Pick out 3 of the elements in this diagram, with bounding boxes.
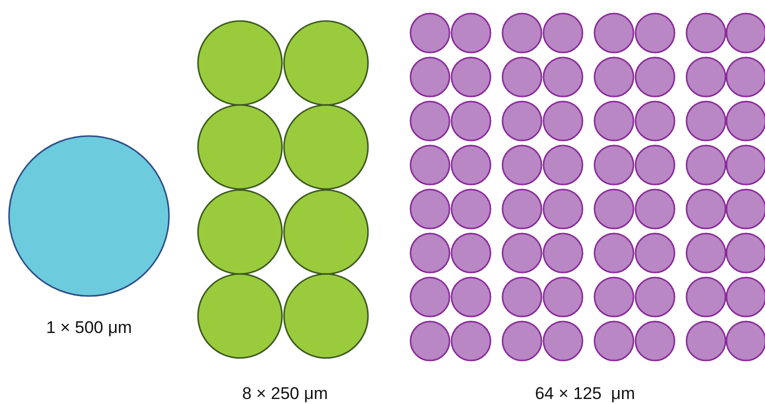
size-label: 1 × 500 μm bbox=[46, 318, 132, 338]
size-label: 8 × 250 μm bbox=[242, 384, 328, 404]
size-label: 64 × 125 μm bbox=[534, 384, 636, 404]
